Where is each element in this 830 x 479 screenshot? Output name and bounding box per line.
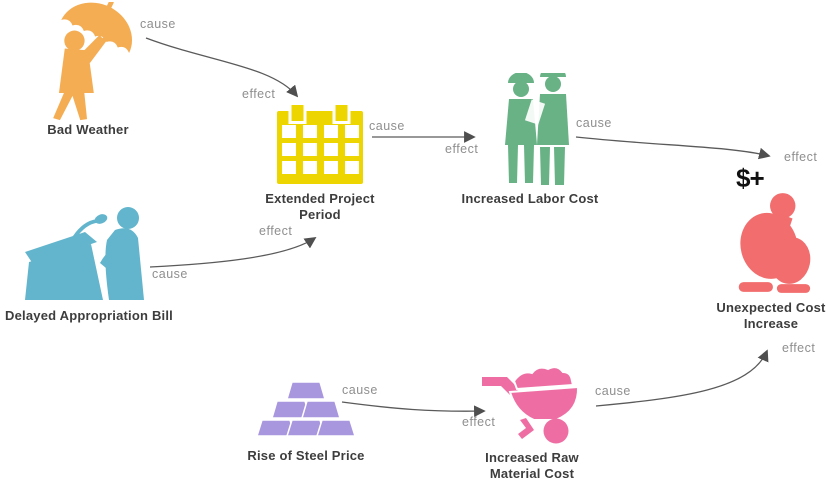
construction-workers-icon (505, 73, 569, 185)
edge-label-effect: effect (462, 415, 496, 429)
podium-speaker-icon (25, 207, 144, 300)
node-delayed-appropriation-bill[interactable]: Delayed Appropriation Bill (0, 206, 180, 324)
steel-ingots-icon (255, 381, 357, 437)
node-increased-labor-cost[interactable]: Increased Labor Cost (460, 73, 600, 207)
edge-label-cause: cause (369, 119, 405, 133)
dollar-plus-badge: $+ (736, 163, 765, 193)
node-increased-raw-material-cost[interactable]: Increased Raw Material Cost (462, 364, 602, 479)
node-label: Delayed Appropriation Bill (5, 308, 173, 323)
node-label: Unexpected Cost Increase (716, 300, 826, 332)
node-label: Bad Weather (47, 122, 129, 137)
edge-label-cause: cause (140, 17, 176, 31)
wheelbarrow-icon (482, 366, 580, 444)
edge-label-effect: effect (782, 341, 816, 355)
edge-label-cause: cause (342, 383, 378, 397)
edge-label-cause: cause (152, 267, 188, 281)
calendar-icon (277, 102, 363, 184)
node-unexpected-cost-increase[interactable]: $+ Unexpected Cost Increase (702, 165, 830, 333)
node-label: Rise of Steel Price (247, 448, 365, 463)
node-extended-project-period[interactable]: Extended Project Period (250, 102, 390, 224)
edge-label-cause: cause (576, 116, 612, 130)
node-label: Increased Raw Material Cost (485, 450, 579, 479)
edge-label-effect: effect (242, 87, 276, 101)
edge-label-effect: effect (445, 142, 479, 156)
edge-label-effect: effect (784, 150, 818, 164)
node-bad-weather[interactable]: Bad Weather (8, 2, 168, 138)
node-label: Increased Labor Cost (461, 191, 599, 206)
edge-label-cause: cause (595, 384, 631, 398)
edge-label-effect: effect (259, 224, 293, 238)
edge-labor-to-unexpected (575, 136, 771, 160)
node-rise-of-steel-price[interactable]: Rise of Steel Price (226, 381, 386, 464)
umbrella-person-icon (53, 2, 133, 121)
crouching-person-icon (738, 193, 811, 293)
node-label: Extended Project Period (265, 191, 375, 223)
